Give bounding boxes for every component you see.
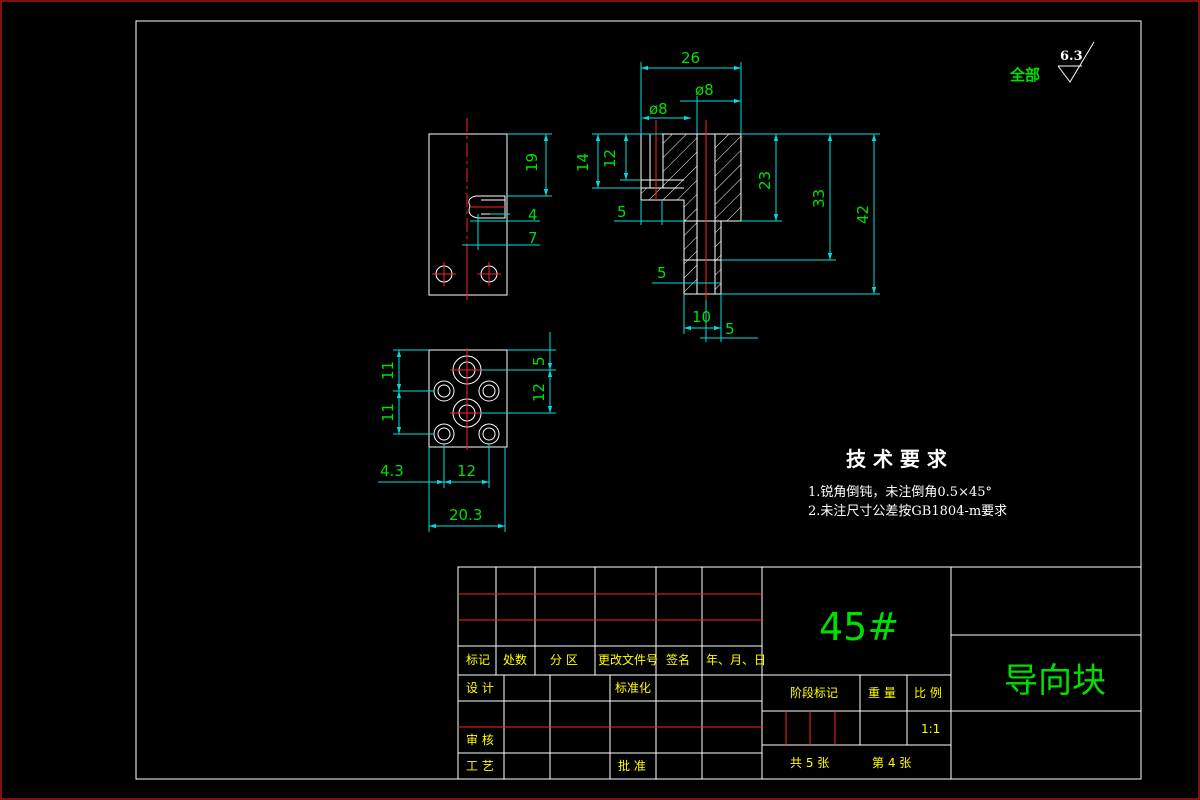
header-zone: 分 区 — [550, 653, 578, 667]
top-hole-bottom-right — [478, 423, 500, 445]
roughness-value: 6.3 — [1060, 49, 1083, 64]
dim-12-top: 12 — [530, 383, 548, 402]
label-review: 审 核 — [466, 732, 494, 747]
roughness-check-icon — [1057, 41, 1095, 83]
label-stage: 阶段标记 — [790, 685, 838, 700]
header-date: 年、月、日 — [706, 653, 766, 667]
top-hole-bottom-left — [433, 423, 455, 445]
scale-value: 1:1 — [921, 722, 940, 736]
title-block: 45# 导向块 标记 处数 分 区 更改文件号 签名 年、月、日 设 计 标准化… — [457, 566, 1142, 780]
dim-20-3: 20.3 — [449, 506, 482, 524]
sheet-number: 第 4 张 — [872, 756, 911, 770]
dim-7: 7 — [528, 229, 538, 247]
top-hole-left — [433, 380, 455, 402]
tech-req-line-2: 2.未注尺寸公差按GB1804-m要求 — [808, 504, 1007, 519]
dim-4: 4 — [528, 206, 538, 224]
dim-11-lower: 11 — [379, 403, 397, 422]
dim-19: 19 — [523, 153, 541, 172]
label-process: 工 艺 — [466, 759, 494, 773]
header-docno: 更改文件号 — [598, 652, 658, 667]
tech-req-title: 技 术 要 求 — [846, 447, 948, 471]
dim-5-top: 5 — [530, 356, 548, 366]
dim-23: 23 — [756, 171, 774, 190]
side-view: 19 4 7 — [428, 118, 552, 300]
dim-10: 10 — [692, 308, 711, 326]
label-approve: 批 准 — [618, 758, 646, 773]
label-design: 设 计 — [466, 681, 494, 695]
sheets-total: 共 5 张 — [790, 756, 829, 770]
dim-11-upper: 11 — [379, 361, 397, 380]
roughness-label: 全部 — [1009, 66, 1040, 84]
label-scale: 比 例 — [914, 686, 942, 700]
dim-14: 14 — [574, 153, 592, 172]
dim-12-section: 12 — [601, 149, 619, 168]
header-count: 处数 — [503, 652, 527, 667]
label-standard: 标准化 — [615, 681, 651, 695]
top-view: 11 11 5 12 4.3 12 20.3 — [378, 332, 556, 532]
top-view-outline — [428, 349, 508, 448]
top-hole-right — [478, 380, 500, 402]
dim-26: 26 — [681, 49, 700, 67]
dim-5-bottom: 5 — [657, 264, 667, 282]
surface-roughness-symbol: 全部 6.3 — [1009, 41, 1095, 84]
material-label: 45# — [819, 605, 899, 649]
label-weight: 重 量 — [868, 686, 896, 700]
section-view: 26 ø8 ø8 14 12 5 23 33 42 5 — [574, 49, 880, 342]
technical-requirements: 技 术 要 求 1.锐角倒钝，未注倒角0.5×45° 2.未注尺寸公差按GB18… — [808, 447, 1007, 519]
part-name: 导向块 — [1004, 661, 1106, 701]
dim-4-3: 4.3 — [380, 462, 404, 480]
tech-req-line-1: 1.锐角倒钝，未注倒角0.5×45° — [808, 485, 992, 500]
dim-phi8-small: ø8 — [649, 100, 668, 118]
header-sign: 签名 — [666, 652, 690, 667]
dim-42: 42 — [854, 205, 872, 224]
dim-33: 33 — [810, 189, 828, 208]
dim-5-left: 5 — [617, 203, 627, 221]
dim-12-bottom: 12 — [457, 462, 476, 480]
dim-5-small: 5 — [725, 320, 735, 338]
dim-phi8-main: ø8 — [695, 81, 714, 99]
header-mark: 标记 — [466, 653, 490, 667]
